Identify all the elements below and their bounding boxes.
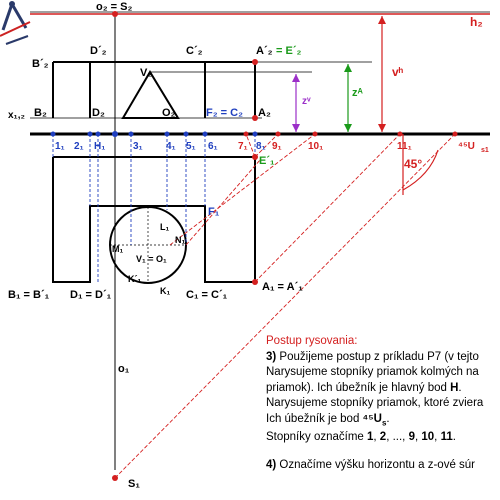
notes-step3-line6-f: 9 [408,431,415,444]
notes-step4-line1-text: Označíme výšku horizontu a z-ové súr [276,458,476,471]
label-v2: V₂ [140,67,152,79]
label-n6: 6₁ [208,141,218,152]
notes-step3-line3-a: priamok). Ich úbežník je hlavný bod [266,381,451,394]
label-o1: o₁ [118,363,130,375]
label-n1pt: N₁ [175,235,185,245]
label-h2: h₂ [470,15,483,29]
notes-step3-line6-e: , ..., [386,431,409,444]
ground-points [50,11,458,481]
notes-step3-line5-a: Ich úbežník je bod [266,412,363,425]
notes-step3-line3: priamok). Ich úbežník je hlavný bod H. [266,381,500,397]
label-o2: O₂ [162,107,176,119]
label-f2c2: F₂ = C₂ [206,107,243,119]
red-vanishing-lines [114,133,456,479]
notes-step3-line6-g: , [414,431,422,444]
notes-spacer [266,446,500,458]
instructions-panel: Postup rysovania: 3) Použijeme postup z … [266,334,500,473]
notes-step3-line6-d: 2 [379,431,387,444]
label-zv: zᵛ [302,96,311,107]
notes-step3-line1: 3) Použijeme postup z príkladu P7 (v tej… [266,350,500,366]
notes-step3-prefix: 3) [266,350,277,363]
label-n11: 11₁ [397,141,412,152]
notes-step3-line6-a: Stopníky označíme [266,431,367,444]
notes-step3-line6-k: . [452,431,456,444]
label-n3: 3₁ [133,141,143,152]
compass-icon [0,1,31,45]
label-c1: C₁ = C´₁ [186,289,228,301]
notes-step3-line4: Narysujeme stopníky priamok, ktoré zvier… [266,397,484,409]
label-n5: 5₁ [186,141,196,152]
label-b1: B₁ = B´₁ [8,289,50,301]
label-n8: 8₁ [256,141,266,152]
notes-step3-line6: Stopníky označíme 1, 2, ..., 9, 10, 11. [266,430,500,446]
notes-step3-line3-b: H [450,381,459,394]
label-x12: x₁,₂ [8,110,25,121]
label-d1: D₁ = D´₁ [70,289,112,301]
front-view [52,61,372,119]
notes-step3-line2: Narysujeme stopníky priamok kolmých na [266,366,479,378]
label-n4: 4₁ [166,141,176,152]
label-o2-s2: o₂ = S₂ [96,1,132,13]
notes-step3-line5: Ich úbežník je bod ⁴⁵Us. [266,412,500,431]
label-m1: M₁ [112,244,123,254]
notes-step3-line6-c: , [373,431,380,444]
label-b2p: B´₂ [32,58,49,70]
blue-projection-lines [52,134,256,282]
label-n7: 7₁ [238,141,248,152]
label-s1: S₁ [128,478,140,490]
label-k1p: K´₁ [128,274,141,284]
notes-step3-line6-b: 1 [367,431,374,444]
label-a1: A₁ = A´₁ [262,281,303,293]
label-us1-sub: s1 [481,147,489,154]
label-d2: D₂ [92,107,105,119]
label-n10: 10₁ [308,141,323,152]
label-l1: L₁ [160,222,169,232]
notes-step3-line5-b: ⁴⁵U [362,412,382,425]
label-us1: ⁴⁵U [458,141,475,152]
label-n1: 1₁ [55,141,65,152]
height-arrows [292,16,386,132]
label-za: zᴬ [352,87,364,99]
label-v1o1: V₁ = O₁ [136,254,167,264]
notes-step3-line5-sub: s [381,417,387,427]
notes-title: Postup rysovania: [266,335,358,347]
label-h1: H₁ [94,141,105,152]
notes-step3-line5-c: . [386,412,390,425]
notes-step3-line1-text: Použijeme postup z príkladu P7 (v tejto [276,350,479,363]
label-n9: 9₁ [272,141,282,152]
notes-step4-line1: 4) Označíme výšku horizontu a z-ové súr [266,458,500,474]
label-e1p: E´₁ [259,155,275,167]
label-n2: 2₁ [74,141,84,152]
angle-45-arc [402,149,439,191]
notes-step3-line6-h: 10 [421,431,435,444]
label-deg45: 45° [404,157,422,171]
label-b2: B₂ [34,107,47,119]
label-c2p: C´₂ [186,45,203,57]
label-eq-e2: = E´₂ [276,45,301,57]
label-vh: vʰ [392,65,404,79]
plan-view [52,156,256,284]
label-f1: F₁ [208,206,220,218]
label-a2p: A´₂ [256,45,273,57]
label-k1: K₁ [160,286,170,296]
notes-step4-prefix: 4) [266,458,277,471]
notes-step3-line6-i: , [434,431,441,444]
notes-step3-line3-c: . [458,381,462,394]
notes-step3-line6-j: 11 [440,431,453,444]
label-a2: A₂ [258,107,271,119]
label-d2p: D´₂ [90,45,107,57]
